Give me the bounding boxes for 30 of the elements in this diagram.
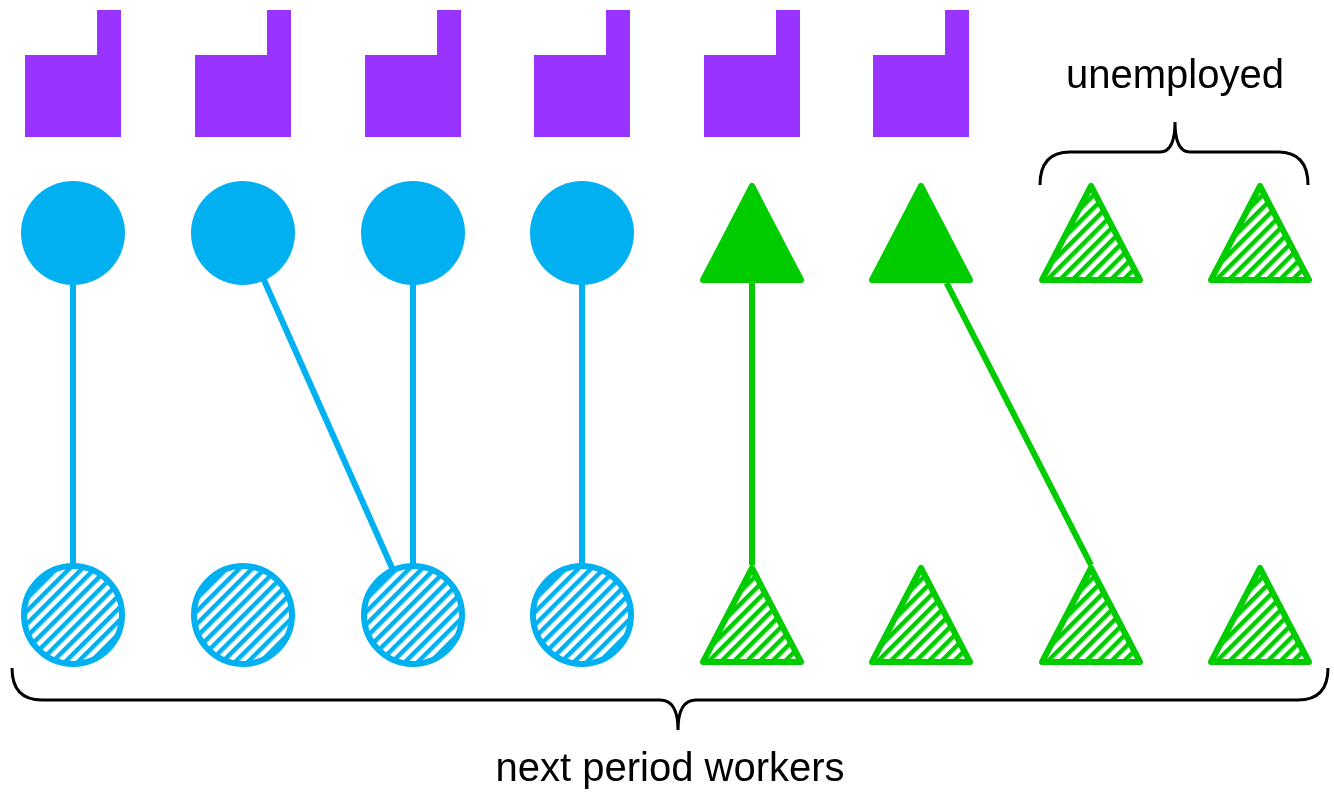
- connector-line: [579, 284, 585, 564]
- caption-text: next period workers: [495, 745, 845, 789]
- firm-shape: [365, 9, 461, 137]
- hatched-triangle: [1039, 565, 1143, 665]
- worker-circle: [530, 181, 634, 285]
- worker-circle: [21, 181, 125, 285]
- caption-text: unemployed: [1066, 52, 1284, 96]
- connector-line: [943, 281, 1094, 567]
- worker-circle: [191, 181, 295, 285]
- connector-line: [70, 284, 76, 564]
- worker-circle: [361, 181, 465, 285]
- firm-shape: [25, 9, 121, 137]
- hatched-triangle: [1039, 183, 1143, 283]
- hatched-triangle: [1208, 565, 1312, 665]
- connector-line: [749, 283, 755, 565]
- firm-shape: [873, 9, 969, 137]
- connector-line: [410, 284, 416, 564]
- firm-shape: [195, 9, 291, 137]
- hatched-circle: [21, 563, 125, 667]
- hatched-circle: [361, 563, 465, 667]
- firm-shape: [704, 9, 800, 137]
- hatched-circle: [530, 563, 634, 667]
- hatched-circle: [191, 563, 295, 667]
- worker-triangle: [700, 183, 804, 283]
- firm-shape: [534, 9, 630, 137]
- connector-line: [261, 278, 395, 570]
- hatched-triangle: [700, 565, 804, 665]
- worker-triangle: [869, 183, 973, 283]
- hatched-triangle: [869, 565, 973, 665]
- hatched-triangle: [1208, 183, 1312, 283]
